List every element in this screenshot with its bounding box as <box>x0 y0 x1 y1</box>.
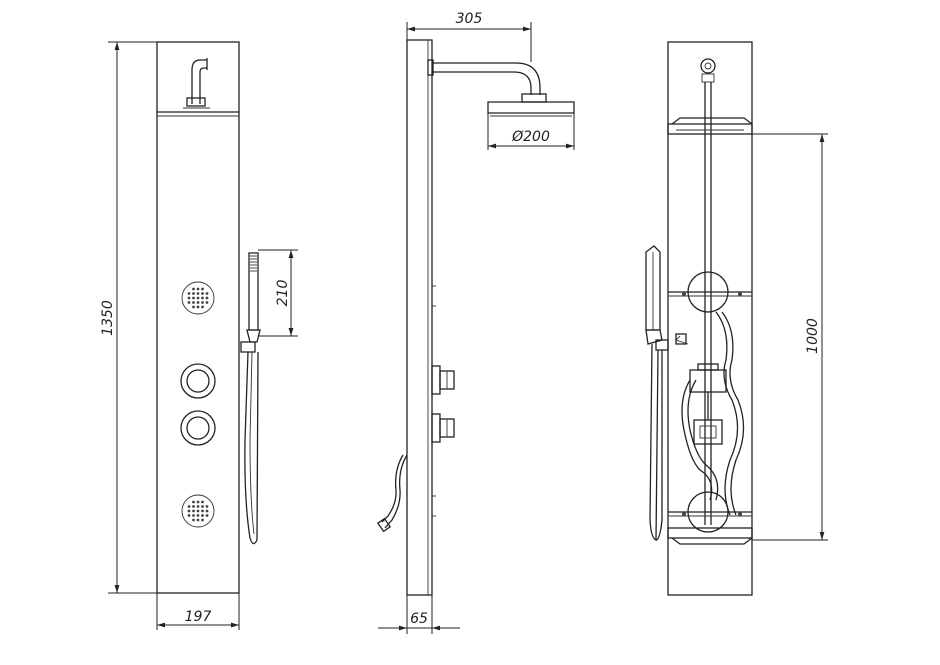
side-thermostat-knob <box>431 365 455 395</box>
upper-body-jet <box>181 281 215 315</box>
rear-top-fitting <box>700 58 716 525</box>
head-diameter-dimension: Ø200 <box>487 113 575 150</box>
rear-lower-bracket <box>668 491 752 533</box>
side-diverter-knob <box>431 413 455 443</box>
arm-reach-dimension: 305 <box>406 11 532 62</box>
rear-flex-hoses <box>675 311 745 516</box>
rear-valve-block <box>689 363 727 445</box>
hand-shower-dimension: 210 <box>258 249 298 337</box>
jet-nozzle <box>187 505 191 508</box>
side-view: 305 Ø200 65 <box>376 11 575 634</box>
jet-nozzle <box>201 505 204 508</box>
jet-nozzle <box>205 514 209 517</box>
jet-nozzle <box>196 509 200 513</box>
jet-nozzle <box>192 287 195 291</box>
rear-middle-bracket <box>668 271 752 313</box>
jet-nozzle <box>187 301 191 304</box>
jet-nozzle <box>192 301 195 304</box>
jet-nozzle <box>192 518 195 522</box>
jet-nozzle <box>201 287 204 291</box>
side-shower-head <box>487 101 575 117</box>
width-dimension: 197 <box>156 593 240 630</box>
jet-nozzle <box>201 509 204 513</box>
jet-nozzle <box>187 514 191 517</box>
jet-nozzle <box>196 518 200 522</box>
jet-nozzle <box>205 292 209 295</box>
rear-panel-body <box>667 41 753 596</box>
jet-nozzle <box>205 296 209 300</box>
width-dimension-label: 197 <box>185 609 212 625</box>
side-shower-arm <box>427 59 547 103</box>
front-view: 1350 197 210 <box>100 41 298 630</box>
jet-nozzle <box>192 296 195 300</box>
front-hand-shower <box>240 252 261 545</box>
jet-nozzle <box>196 301 200 304</box>
jet-nozzle <box>192 500 195 504</box>
front-panel-body <box>156 41 240 594</box>
jet-nozzle <box>201 500 204 504</box>
side-hose <box>376 454 408 533</box>
jet-nozzle <box>205 505 209 508</box>
jet-nozzle <box>187 509 191 513</box>
depth-dimension-label: 65 <box>410 611 428 627</box>
jet-nozzle <box>192 505 195 508</box>
jet-nozzle <box>201 514 204 517</box>
jet-nozzle <box>192 292 195 295</box>
jet-nozzle <box>196 505 200 508</box>
arm-reach-dimension-label: 305 <box>456 11 483 27</box>
rear-top-bracket <box>667 117 753 135</box>
jet-nozzle <box>192 509 195 513</box>
mount-spacing-dimension-label: 1000 <box>805 318 821 354</box>
jet-nozzle <box>192 514 195 517</box>
jet-nozzle <box>205 509 209 513</box>
mount-spacing-dimension: 1000 <box>752 133 828 541</box>
head-diameter-dimension-label: Ø200 <box>511 129 550 145</box>
jet-nozzle <box>201 305 204 309</box>
jet-nozzle <box>187 292 191 295</box>
height-dimension-label: 1350 <box>100 300 116 336</box>
rear-bottom-bracket <box>667 527 753 545</box>
jet-nozzle <box>196 514 200 517</box>
jet-nozzle <box>187 296 191 300</box>
rear-hand-shower <box>645 245 669 541</box>
jet-nozzle <box>196 292 200 295</box>
jet-nozzle <box>196 305 200 309</box>
depth-dimension: 65 <box>378 595 460 634</box>
thermostat-knob <box>180 363 216 399</box>
jet-nozzle <box>196 287 200 291</box>
hand-shower-dimension-label: 210 <box>275 280 291 307</box>
height-dimension: 1350 <box>100 41 157 594</box>
jet-nozzle <box>192 305 195 309</box>
lower-body-jet <box>181 494 215 528</box>
jet-nozzle <box>201 301 204 304</box>
front-shower-arm <box>183 58 210 109</box>
jet-nozzle <box>201 296 204 300</box>
jet-nozzle <box>201 518 204 522</box>
jet-nozzle <box>196 500 200 504</box>
jet-nozzle <box>201 292 204 295</box>
rear-view: 1000 <box>645 41 828 596</box>
diverter-knob <box>180 410 216 446</box>
jet-nozzle <box>205 301 209 304</box>
jet-nozzle <box>196 296 200 300</box>
side-panel-body <box>406 39 433 596</box>
